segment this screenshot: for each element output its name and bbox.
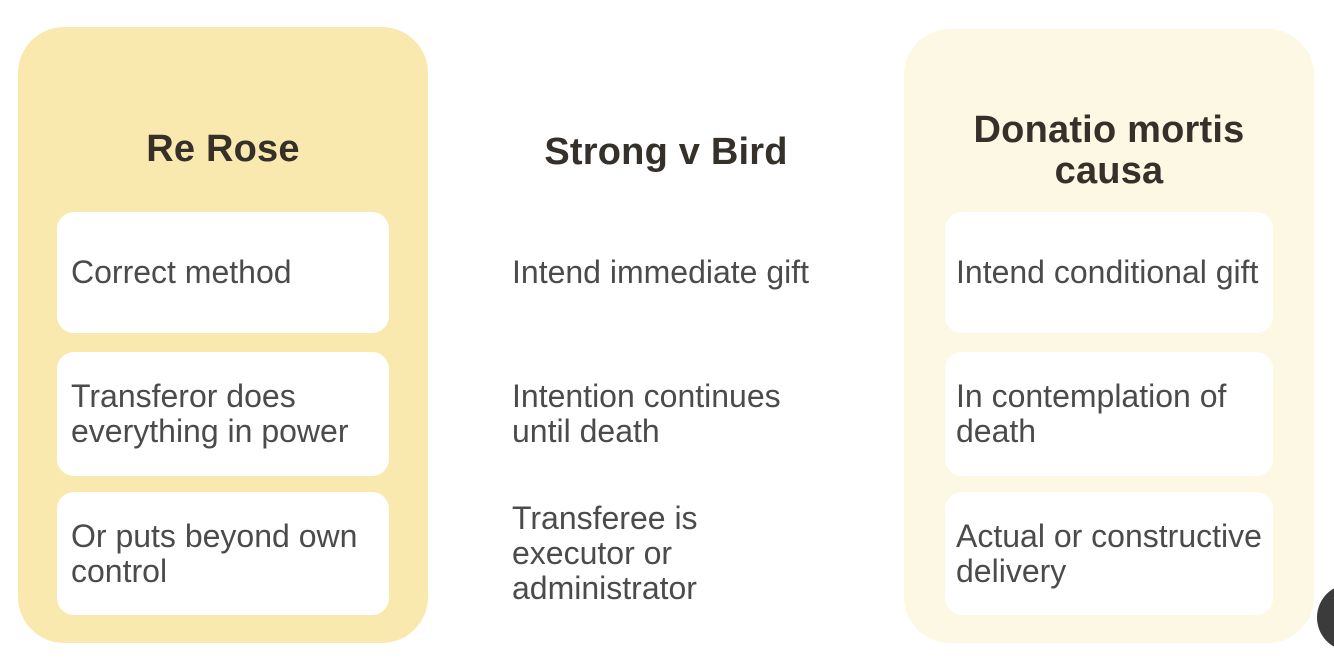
card-text: Or puts beyond own control <box>71 517 358 589</box>
item-text: Intend immediate gift <box>512 254 810 290</box>
card-text: Correct method <box>71 254 292 290</box>
item-text: Transferee is executor or administrator <box>512 500 698 606</box>
donatio-card-3: Actual or constructive delivery <box>945 492 1273 615</box>
card-text: Intend conditional gift <box>956 254 1259 290</box>
re-rose-card-1: Correct method <box>57 212 389 333</box>
card-text: Transferor does everything in power <box>71 378 349 449</box>
strong-v-bird-item-1: Intend immediate gift <box>512 212 897 333</box>
card-text: Actual or constructive delivery <box>956 517 1262 589</box>
re-rose-card-3: Or puts beyond own control <box>57 492 389 615</box>
column-title-strong-v-bird: Strong v Bird <box>544 130 788 173</box>
strong-v-bird-item-3: Transferee is executor or administrator <box>512 492 897 615</box>
donatio-card-1: Intend conditional gift <box>945 212 1273 333</box>
item-text: Intention continues until death <box>512 378 781 449</box>
column-title-re-rose: Re Rose <box>146 127 300 170</box>
re-rose-card-2: Transferor does everything in power <box>57 352 389 476</box>
corner-bubble-circle <box>1317 584 1334 651</box>
donatio-card-2: In contemplation of death <box>945 352 1273 476</box>
strong-v-bird-item-2: Intention continues until death <box>512 352 897 476</box>
card-text: In contemplation of death <box>956 378 1227 449</box>
column-title-donatio-mortis-causa: Donatio mortis causa <box>973 108 1245 192</box>
